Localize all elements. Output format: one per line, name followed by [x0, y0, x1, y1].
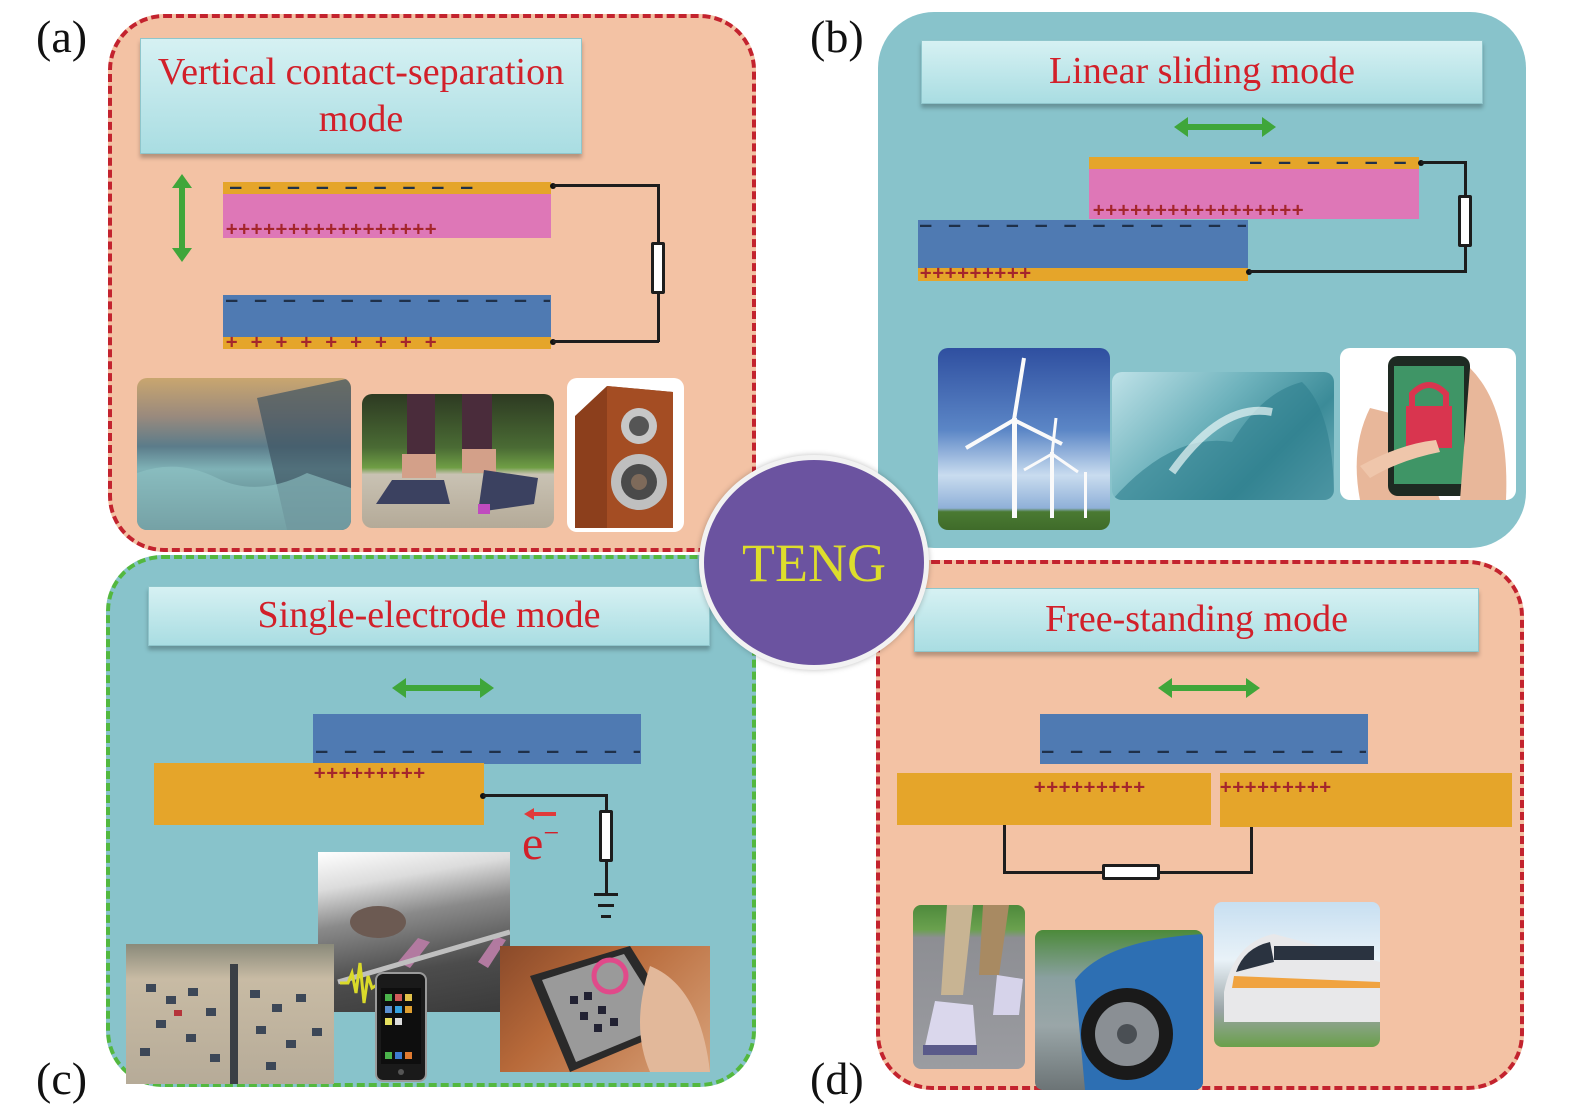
panel-a-bottom-dielectric	[223, 295, 551, 337]
horizontal-double-arrow-icon	[1158, 678, 1260, 698]
ocean-waves-photo	[137, 378, 351, 530]
teng-label: TENG	[742, 532, 886, 593]
panel-d-negative-charges: – – – – – – – – – – – – – – – – –	[1042, 742, 1366, 761]
touch-keypad-photo	[500, 946, 710, 1072]
panel-b-bottom-electrode	[918, 268, 1248, 281]
walking-shoes-photo	[362, 394, 554, 528]
signal-waveform-icon	[340, 962, 380, 1004]
high-speed-train-photo	[1214, 902, 1380, 1047]
panel-b-top-positive-charges: +++++++++++++++++	[1093, 201, 1305, 220]
panel-a-top-dielectric	[223, 194, 551, 238]
panel-a-wire-bottom	[553, 340, 659, 343]
panel-a-wire-top	[553, 184, 659, 187]
horizontal-double-arrow-icon	[392, 678, 494, 698]
panel-label-c: (c)	[36, 1053, 88, 1104]
panel-a-top-positive-charges: +++++++++++++++++	[226, 220, 438, 239]
electron-flow-arrow-icon	[524, 808, 556, 820]
panel-d-left-positive-charges: +++++++++	[1034, 778, 1146, 797]
panel-label-d: (d)	[810, 1053, 864, 1104]
wind-turbines-photo	[938, 348, 1110, 530]
ocean-wave-photo	[1112, 372, 1334, 500]
panel-d-resistor-icon	[1102, 864, 1160, 880]
electron-symbol: e	[522, 817, 544, 870]
panel-b-bottom-negative-charges: – – – – – – – – – – – – – – – – – –	[920, 216, 1246, 235]
panel-c-negative-charges: – – – – – – – – – – – – – – – – –	[316, 742, 640, 761]
panel-b-top-electrode	[1089, 157, 1419, 169]
panel-d-wire-right	[1250, 827, 1253, 873]
walking-feet-photo	[913, 905, 1025, 1069]
panel-b-top-negative-charges: – – – – – – – – –	[1250, 153, 1420, 172]
panel-c-positive-charges: +++++++++	[314, 764, 426, 783]
panel-b-bottom-positive-charges: +++++++++	[920, 264, 1032, 283]
ground-icon	[594, 893, 618, 896]
panel-d-left-electrode	[897, 773, 1211, 825]
panel-a-title-line1: Vertical contact-separation	[157, 50, 565, 93]
speaker-photo	[567, 378, 684, 532]
panel-d-right-electrode	[1220, 773, 1512, 827]
panel-c-dielectric	[313, 714, 641, 764]
vertical-double-arrow-icon	[172, 174, 192, 262]
panel-b-wire-bottom	[1249, 270, 1467, 273]
highway-traffic-photo	[126, 944, 334, 1084]
ground-icon-line2	[598, 904, 614, 907]
panel-label-a: (a)	[36, 11, 88, 62]
panel-b-wire-top	[1421, 161, 1467, 164]
panel-c-resistor-icon	[599, 810, 613, 862]
panel-b-title: Linear sliding mode	[921, 40, 1483, 104]
panel-a-bottom-electrode	[223, 337, 551, 349]
electron-charge-sign: −	[543, 818, 560, 849]
panel-a-top-electrode	[223, 182, 551, 194]
panel-c-wire-top	[483, 794, 608, 797]
panel-d-dielectric	[1040, 714, 1368, 764]
car-wheel-photo	[1035, 930, 1203, 1090]
panel-d-title: Free-standing mode	[914, 588, 1479, 652]
panel-a-title-line2: mode	[318, 98, 404, 140]
panel-label-b: (b)	[810, 11, 864, 62]
panel-d-right-positive-charges: +++++++++	[1220, 778, 1332, 797]
ground-icon-line3	[601, 915, 611, 918]
horizontal-double-arrow-icon	[1174, 117, 1276, 137]
smartphone-photo	[375, 972, 427, 1082]
panel-a-bottom-positive-charges: + + + + + + + + +	[226, 333, 438, 352]
panel-d-wire-left	[1003, 825, 1006, 873]
panel-b-top-dielectric	[1089, 169, 1419, 219]
panel-b-resistor-icon	[1458, 195, 1472, 247]
panel-a-resistor-icon	[651, 242, 665, 294]
panel-a-title: Vertical contact-separation mode	[140, 38, 582, 154]
teng-center-circle: TENG	[699, 455, 929, 670]
smartphone-lock-photo	[1340, 348, 1516, 500]
panel-b-bottom-dielectric	[918, 220, 1248, 268]
electron-label: e−	[522, 820, 559, 868]
panel-a-top-negative-charges: – – – – – – – – –	[230, 178, 476, 197]
panel-a-bottom-negative-charges: – – – – – – – – – – – – – – – – – –	[226, 291, 550, 310]
panel-c-title: Single-electrode mode	[148, 586, 710, 646]
panel-c-electrode	[154, 763, 484, 825]
